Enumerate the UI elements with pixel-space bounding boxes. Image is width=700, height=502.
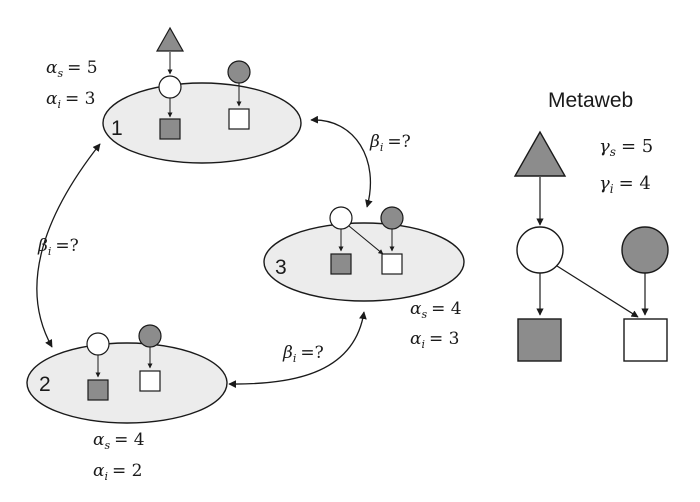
community-3-number: 3 (275, 256, 287, 279)
community-3: 3 αs= 4 αi= 3 (263, 206, 465, 351)
community-3-ellipse (263, 222, 465, 302)
community-1-number: 1 (111, 117, 123, 140)
community-2-number: 2 (39, 373, 51, 396)
community-1-alpha-i: αi= 3 (46, 89, 95, 111)
metaweb-gray-square (517, 318, 562, 362)
community-2-ellipse (26, 342, 228, 424)
metaweb-gray-circle (621, 226, 669, 274)
gray-consumer-circle (380, 206, 404, 230)
gray-consumer-circle (227, 60, 251, 84)
community-1-ellipse (102, 82, 302, 164)
metaweb-white-square (623, 318, 668, 362)
gray-resource-square (159, 118, 181, 140)
beta-arrow-1-2 (36, 143, 101, 348)
beta-label-2-3: βi=? (282, 343, 324, 365)
metaweb-gamma-s: γs= 5 (599, 136, 653, 159)
community-1: 1 αs= 5 αi= 3 (46, 26, 302, 164)
white-consumer-circle (86, 332, 110, 356)
metaweb-gamma-i: γi= 4 (599, 173, 651, 196)
gray-resource-square (330, 253, 352, 275)
gray-consumer-circle (138, 324, 162, 348)
gray-resource-square (87, 379, 109, 401)
white-resource-square (139, 370, 161, 392)
metaweb-title: Metaweb (548, 89, 633, 112)
metaweb-triangle (513, 130, 567, 177)
community-3-alpha-s: αs= 4 (410, 299, 462, 321)
metaweb-white-circle (516, 226, 564, 274)
beta-arrow-2-3 (228, 311, 367, 388)
community-2: 2 αs= 4 αi= 2 (26, 324, 228, 483)
white-resource-square (228, 108, 250, 130)
white-consumer-circle (329, 206, 353, 230)
metaweb-panel: Metaweb γs= 5 γi= 4 (513, 89, 669, 362)
community-1-alpha-s: αs= 5 (46, 58, 98, 80)
metaweb-edge-circle-white-square (556, 265, 639, 318)
white-resource-square (381, 253, 403, 275)
beta-label-1-3: βi=? (369, 132, 411, 154)
edge-circle-white-square (348, 225, 384, 255)
beta-arrow-1-3 (310, 115, 373, 208)
white-consumer-circle (158, 75, 182, 99)
community-2-alpha-i: αi= 2 (93, 461, 142, 483)
beta-label-1-2: βi=? (37, 236, 79, 258)
top-predator-triangle (155, 26, 185, 52)
beta-connectors: βi=? βi=? βi=? (36, 115, 411, 388)
community-2-alpha-s: αs= 4 (93, 430, 145, 452)
community-3-alpha-i: αi= 3 (410, 329, 459, 351)
